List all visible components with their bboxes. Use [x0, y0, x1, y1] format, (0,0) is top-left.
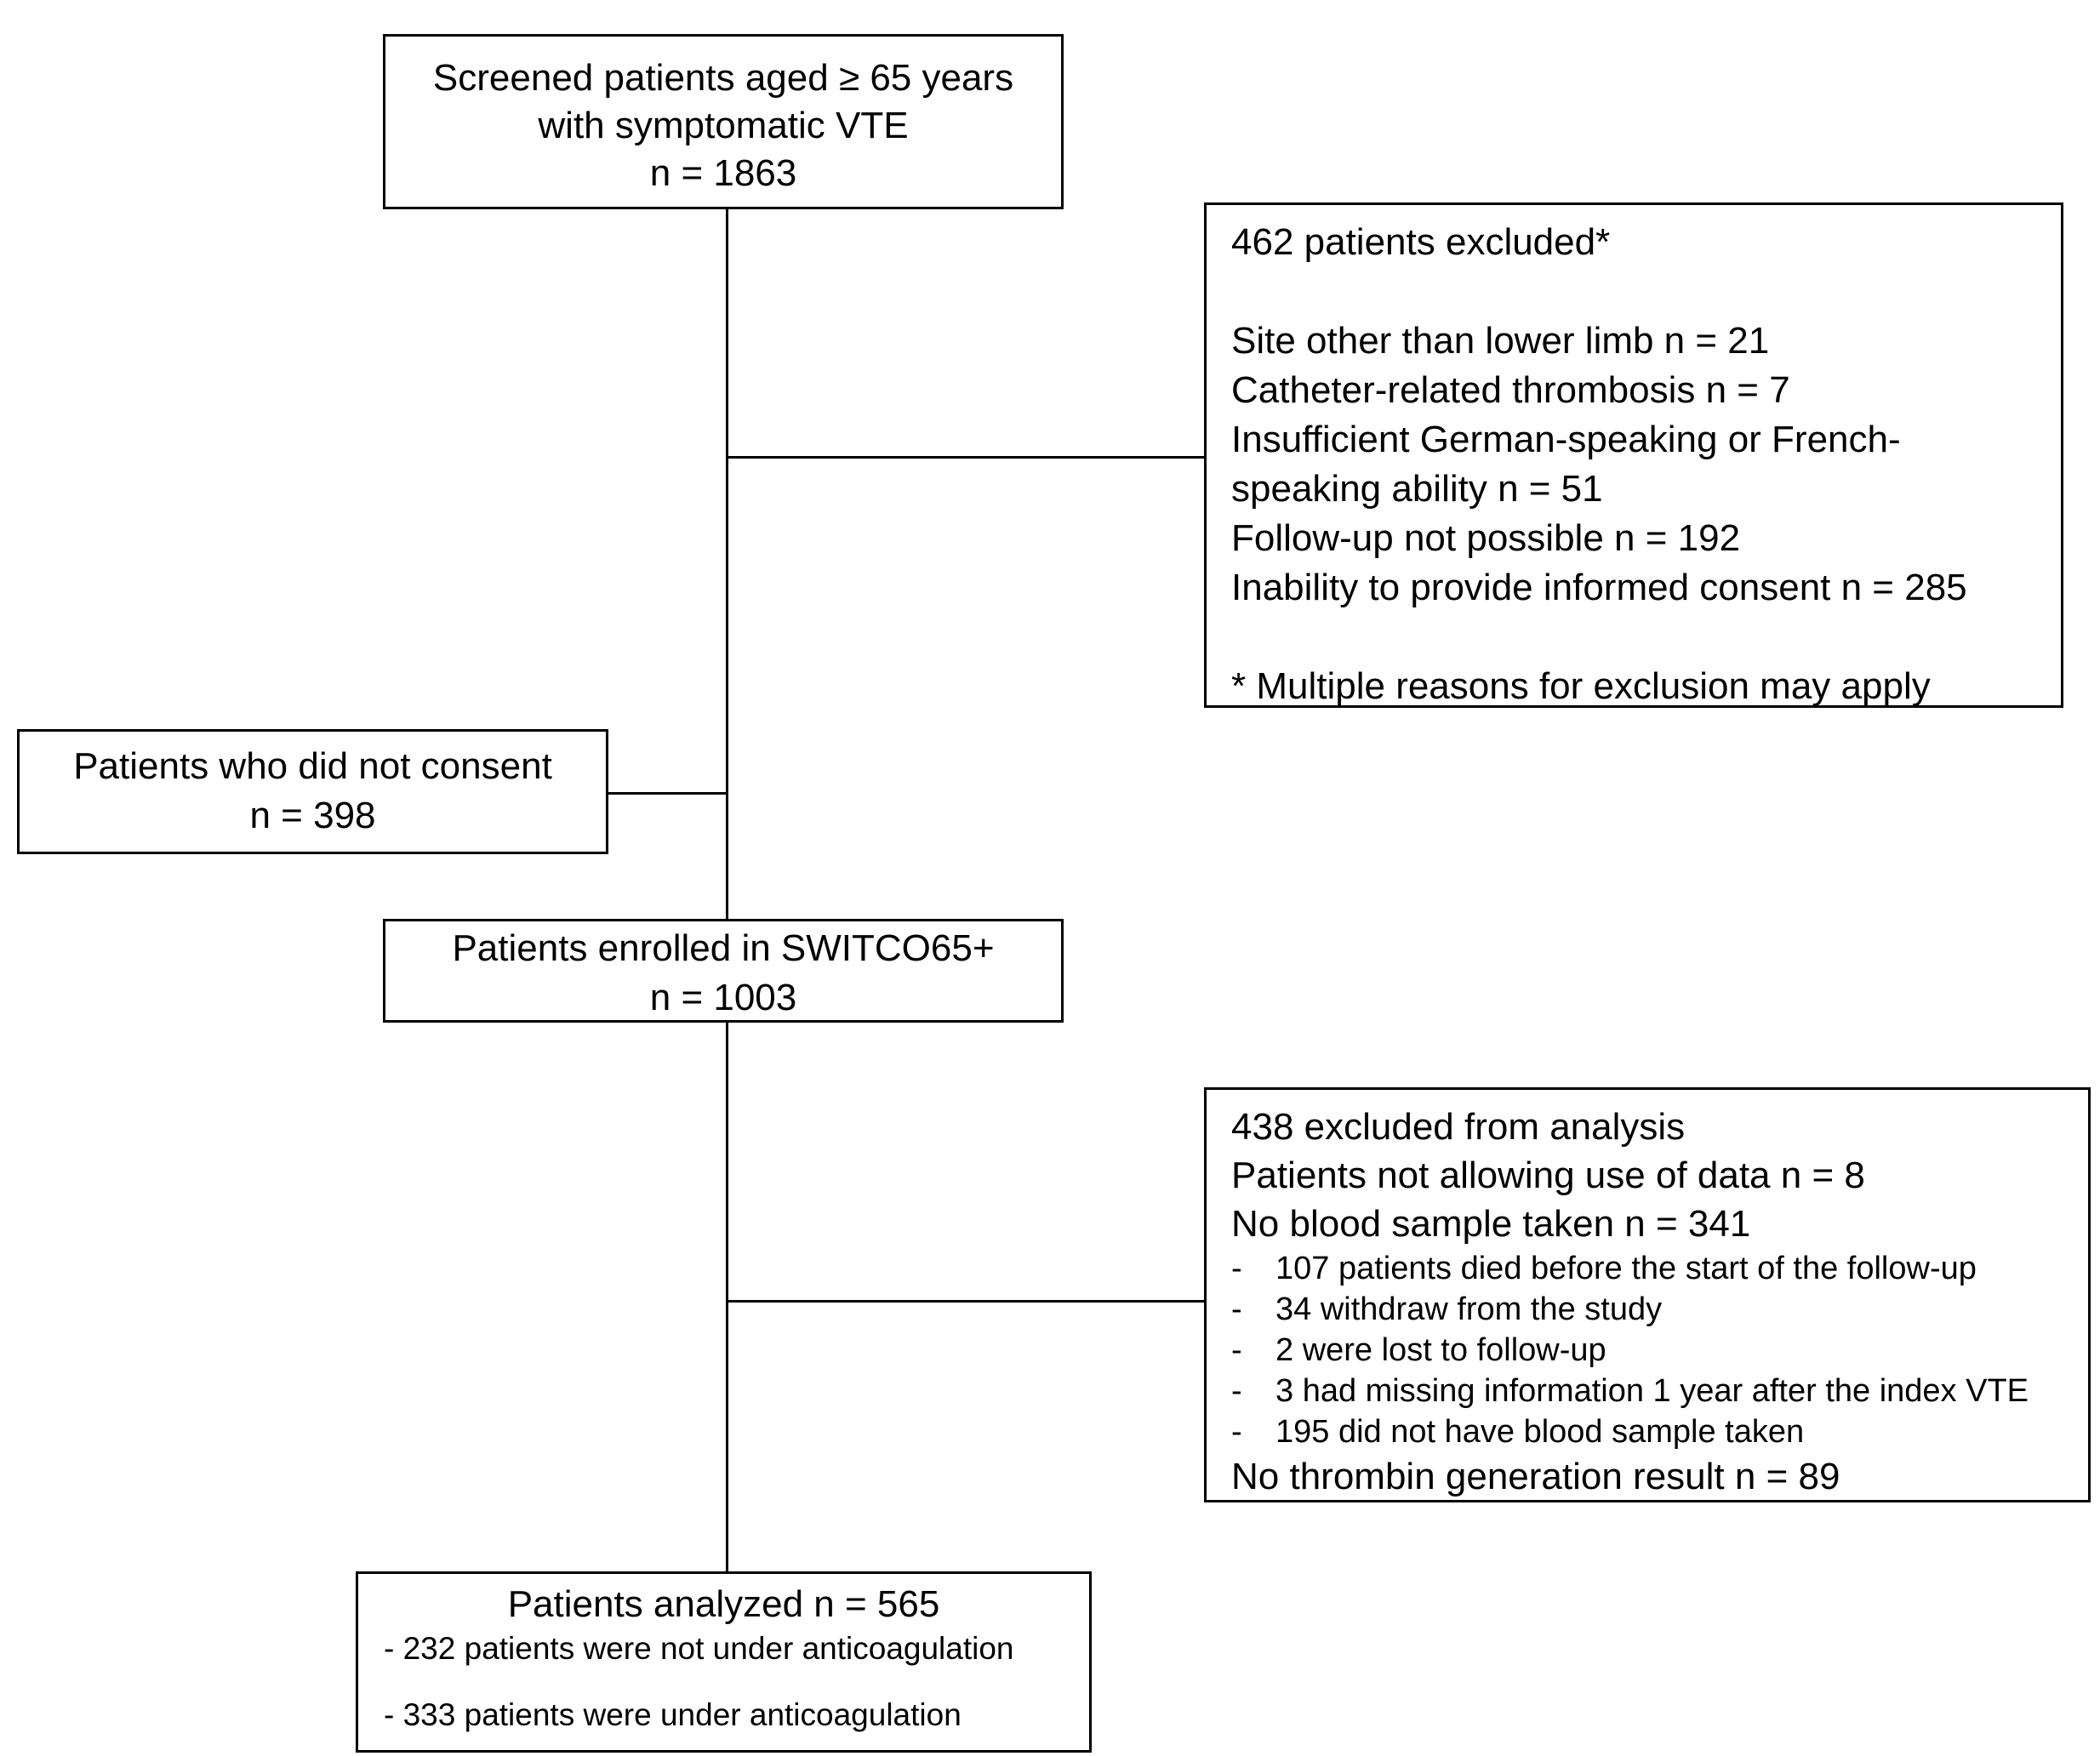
no-blood-sample: No blood sample taken n = 341 — [1231, 1203, 1751, 1245]
excluded-initial-box: 462 patients excluded* Site other than l… — [1204, 202, 2063, 708]
analyzed-box: Patients analyzed n = 565 - 232 patients… — [356, 1571, 1092, 1753]
connector-vertical-main — [726, 209, 728, 1571]
screened-line-2: with symptomatic VTE — [538, 105, 909, 146]
sub-reason-text: 3 had missing information 1 year after t… — [1275, 1373, 2029, 1409]
analyzed-item: - 333 patients were under anticoagulatio… — [384, 1697, 962, 1732]
dash-bullet: - — [1231, 1332, 1242, 1368]
enrolled-count: n = 1003 — [649, 977, 797, 1018]
not-allowing-data: Patients not allowing use of data n = 8 — [1231, 1155, 1865, 1196]
dash-bullet: - — [1231, 1251, 1242, 1286]
exclusion-reason: Insufficient German-speaking or French- — [1231, 419, 1901, 460]
enrolled-label: Patients enrolled in SWITCO65+ — [452, 927, 995, 969]
connector-to-excluded-initial — [726, 456, 1204, 459]
no-consent-label: Patients who did not consent — [73, 745, 552, 787]
sub-reason-item: -195 did not have blood sample taken — [1231, 1411, 2088, 1452]
sub-reason-item: -107 patients died before the start of t… — [1231, 1248, 2088, 1289]
exclusion-reason: Catheter-related thrombosis n = 7 — [1231, 369, 1790, 411]
screened-count: n = 1863 — [649, 152, 797, 194]
sub-reason-text: 195 did not have blood sample taken — [1275, 1414, 1805, 1450]
no-consent-box: Patients who did not consent n = 398 — [17, 729, 608, 854]
analyzed-title: Patients analyzed n = 565 — [507, 1583, 940, 1625]
dash-bullet: - — [1231, 1291, 1242, 1327]
connector-to-no-consent — [608, 792, 728, 795]
no-consent-count: n = 398 — [249, 795, 376, 836]
exclusion-reason: speaking ability n = 51 — [1231, 468, 1603, 510]
screened-line-1: Screened patients aged ≥ 65 years — [432, 57, 1014, 99]
dash-bullet: - — [1231, 1373, 1242, 1409]
sub-reason-item: -34 withdraw from the study — [1231, 1289, 2088, 1330]
sub-reason-item: -3 had missing information 1 year after … — [1231, 1371, 2088, 1411]
sub-reason-item: -2 were lost to follow-up — [1231, 1330, 2088, 1371]
analyzed-item: - 232 patients were not under anticoagul… — [384, 1631, 1014, 1666]
sub-reason-text: 2 were lost to follow-up — [1275, 1332, 1606, 1368]
sub-reason-text: 34 withdraw from the study — [1275, 1291, 1663, 1327]
sub-reason-text: 107 patients died before the start of th… — [1275, 1251, 1977, 1286]
exclusion-reason: Follow-up not possible n = 192 — [1231, 517, 1741, 559]
exclusion-reason: Site other than lower limb n = 21 — [1231, 320, 1770, 362]
screened-patients-box: Screened patients aged ≥ 65 years with s… — [383, 34, 1064, 209]
enrolled-box: Patients enrolled in SWITCO65+ n = 1003 — [383, 919, 1064, 1023]
exclusion-reason: Inability to provide informed consent n … — [1231, 567, 1967, 608]
exclusion-footnote: * Multiple reasons for exclusion may app… — [1231, 665, 1931, 707]
connector-to-excluded-analysis — [726, 1300, 1204, 1303]
excluded-analysis-box: 438 excluded from analysis Patients not … — [1204, 1087, 2091, 1502]
excluded-analysis-title: 438 excluded from analysis — [1231, 1106, 1686, 1148]
no-thrombin-result: No thrombin generation result n = 89 — [1231, 1456, 1840, 1497]
dash-bullet: - — [1231, 1414, 1242, 1450]
excluded-initial-title: 462 patients excluded* — [1231, 221, 1611, 263]
